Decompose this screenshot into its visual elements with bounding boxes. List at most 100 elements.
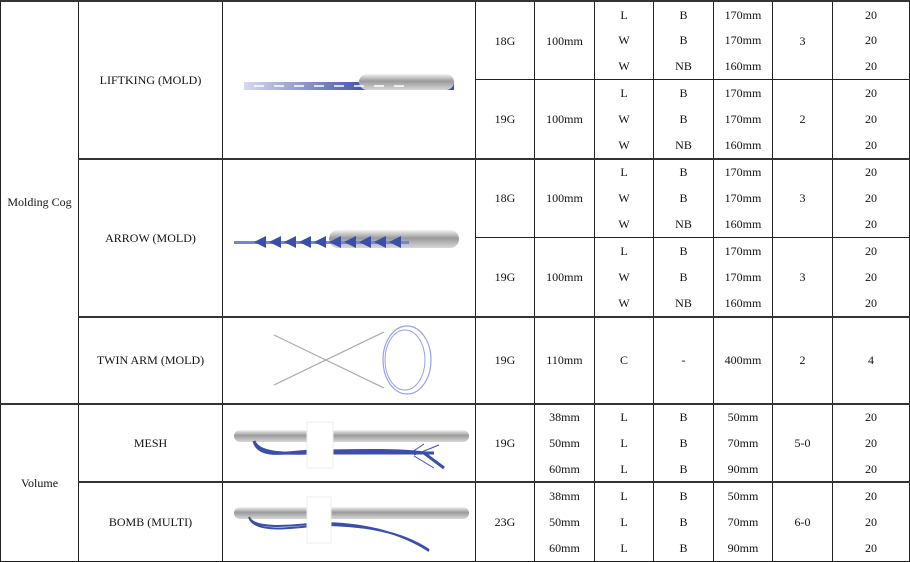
end-cell: B xyxy=(653,157,714,186)
product-name-cell: MESH xyxy=(78,402,223,483)
quantity-cell: 20 xyxy=(832,157,910,186)
end-cell: B xyxy=(653,27,714,54)
end-cell: B xyxy=(653,456,714,483)
twin-arm-thread-icon xyxy=(223,320,475,400)
type-cell: W xyxy=(594,211,654,239)
end-cell: B xyxy=(653,429,714,457)
total-length-cell: 90mm xyxy=(713,456,773,483)
quantity-cell: 20 xyxy=(832,132,910,160)
total-length-cell: 170mm xyxy=(713,263,773,291)
end-cell: B xyxy=(653,79,714,107)
type-cell: W xyxy=(594,185,654,212)
total-length-cell: 160mm xyxy=(713,290,773,318)
type-cell: L xyxy=(594,508,654,536)
type-cell: L xyxy=(594,402,654,430)
total-length-cell: 170mm xyxy=(713,106,773,133)
end-cell: B xyxy=(653,508,714,536)
end-cell: B xyxy=(653,535,714,562)
quantity-cell: 20 xyxy=(832,237,910,264)
quantity-cell: 20 xyxy=(832,429,910,457)
gauge-cell: 23G xyxy=(475,481,535,562)
product-name-cell: TWIN ARM (MOLD) xyxy=(78,315,223,405)
total-length-cell: 160mm xyxy=(713,132,773,160)
end-cell: B xyxy=(653,263,714,291)
quantity-cell: 20 xyxy=(832,185,910,212)
gauge-cell: 19G xyxy=(475,237,535,318)
type-cell: W xyxy=(594,263,654,291)
type-cell: W xyxy=(594,106,654,133)
end-cell: B xyxy=(653,237,714,264)
quantity-cell: 20 xyxy=(832,481,910,509)
type-cell: L xyxy=(594,456,654,483)
count-cell: 3 xyxy=(772,157,833,239)
type-cell: L xyxy=(594,157,654,186)
end-cell: B xyxy=(653,106,714,133)
quantity-cell: 20 xyxy=(832,211,910,239)
arrow-thread-icon xyxy=(223,218,475,258)
type-cell: L xyxy=(594,535,654,562)
total-length-cell: 170mm xyxy=(713,0,773,28)
count-cell: 6-0 xyxy=(772,481,833,562)
count-cell: 3 xyxy=(772,0,833,81)
count-cell: 2 xyxy=(772,79,833,160)
total-length-cell: 70mm xyxy=(713,508,773,536)
needle-length-cell: 38mm xyxy=(534,481,595,509)
type-cell: L xyxy=(594,237,654,264)
type-cell: C xyxy=(594,315,654,405)
total-length-cell: 160mm xyxy=(713,211,773,239)
gauge-cell: 19G xyxy=(475,315,535,405)
mesh-thread-icon xyxy=(223,408,475,478)
quantity-cell: 20 xyxy=(832,263,910,291)
quantity-cell: 20 xyxy=(832,79,910,107)
liftking-thread-icon xyxy=(223,60,475,100)
end-cell: NB xyxy=(653,211,714,239)
end-cell: NB xyxy=(653,53,714,81)
gauge-cell: 18G xyxy=(475,0,535,81)
count-cell: 5-0 xyxy=(772,402,833,483)
category-cell: Volume xyxy=(0,402,79,562)
total-length-cell: 50mm xyxy=(713,481,773,509)
product-name-cell: ARROW (MOLD) xyxy=(78,157,223,318)
product-image-cell xyxy=(222,157,476,318)
needle-length-cell: 100mm xyxy=(534,0,595,81)
quantity-cell: 20 xyxy=(832,106,910,133)
total-length-cell: 170mm xyxy=(713,79,773,107)
needle-length-cell: 100mm xyxy=(534,79,595,160)
total-length-cell: 170mm xyxy=(713,157,773,186)
quantity-cell: 20 xyxy=(832,53,910,81)
type-cell: W xyxy=(594,53,654,81)
quantity-cell: 20 xyxy=(832,290,910,318)
needle-length-cell: 110mm xyxy=(534,315,595,405)
total-length-cell: 170mm xyxy=(713,27,773,54)
count-cell: 2 xyxy=(772,315,833,405)
total-length-cell: 50mm xyxy=(713,402,773,430)
type-cell: L xyxy=(594,429,654,457)
type-cell: L xyxy=(594,79,654,107)
quantity-cell: 4 xyxy=(832,315,910,405)
type-cell: L xyxy=(594,0,654,28)
total-length-cell: 170mm xyxy=(713,185,773,212)
quantity-cell: 20 xyxy=(832,402,910,430)
end-cell: - xyxy=(653,315,714,405)
needle-length-cell: 60mm xyxy=(534,535,595,562)
quantity-cell: 20 xyxy=(832,0,910,28)
type-cell: W xyxy=(594,27,654,54)
needle-length-cell: 100mm xyxy=(534,157,595,239)
bomb-thread-icon xyxy=(223,487,475,557)
total-length-cell: 400mm xyxy=(713,315,773,405)
type-cell: W xyxy=(594,290,654,318)
end-cell: B xyxy=(653,185,714,212)
